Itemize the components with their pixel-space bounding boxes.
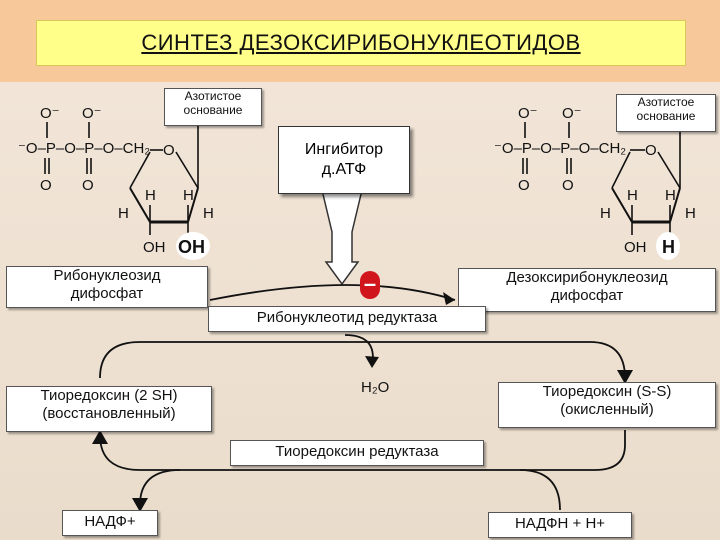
inhibitor-line-1: Ингибитор [304, 141, 384, 158]
right-3-oh: OH [624, 239, 647, 256]
nadph-arc [519, 469, 561, 511]
thioredoxin-upper-arrowhead [617, 370, 633, 384]
thioredoxin-reductase-label: Тиоредоксин редуктаза [230, 440, 484, 466]
right-o-double-1: O [518, 177, 530, 194]
base-left-line-1: Азотистое [184, 89, 242, 103]
inhibitor-pointer-arrow [321, 189, 363, 286]
product-line-1: Дезоксирибонуклеозид [506, 269, 668, 286]
right-ring-oxygen: O [645, 142, 657, 159]
left-phosphate-chain: ⁻O–P–O–P–O–CH₂ [18, 140, 150, 157]
right-h-2: H [665, 187, 676, 204]
water-arrowhead [365, 356, 379, 368]
substrate-line-2: дифосфат [70, 285, 144, 302]
right-o-double-2: O [562, 177, 574, 194]
product-line-2: дифосфат [550, 287, 624, 304]
substrate-line-1: Рибонуклеозид [53, 267, 161, 284]
base-label-right: Азотистое основание [616, 94, 716, 132]
nadph-label: НАДФН + Н+ [488, 512, 632, 538]
nadp-arrowhead [132, 498, 148, 512]
deoxyribonucleotide-structure: O⁻ O⁻ ⁻O–P–O–P–O–CH₂ O O O H H H H [494, 105, 696, 260]
right-h-1: H [627, 187, 638, 204]
thioredoxin-reduced-line-1: Тиоредоксин (2 SH) [40, 387, 178, 404]
title-box: СИНТЕЗ ДЕЗОКСИРИБОНУКЛЕОТИДОВ [36, 20, 686, 66]
thioredoxin-oxidized-line-1: Тиоредоксин (S-S) [542, 383, 672, 400]
thioredoxin-lower-arrowhead [92, 430, 108, 444]
thioredoxin-lower-arc [99, 430, 626, 471]
left-2-oh: OH [178, 237, 205, 257]
page-title: СИНТЕЗ ДЕЗОКСИРИБОНУКЛЕОТИДОВ [141, 30, 581, 55]
left-h-2: H [183, 187, 194, 204]
inhibitor-line-2: д.АТФ [321, 161, 367, 178]
thioredoxin-upper-arc [99, 341, 626, 379]
base-label-left: Азотистое основание [164, 88, 262, 126]
inhibitor-callout: Ингибитор д.АТФ [278, 126, 410, 194]
thioredoxin-oxidized-line-2: (окисленный) [560, 401, 654, 418]
thioredoxin-reduced-line-2: (восстановленный) [42, 405, 176, 422]
thioredoxin-oxidized-label: Тиоредоксин (S-S) (окисленный) [498, 382, 716, 428]
right-phosphate-chain: ⁻O–P–O–P–O–CH₂ [494, 140, 626, 157]
nadp-label: НАДФ+ [62, 510, 158, 536]
rnr-arc [209, 284, 456, 301]
left-ring-oxygen: O [163, 142, 175, 159]
left-3-oh: OH [143, 239, 166, 256]
base-left-line-2: основание [183, 103, 243, 117]
right-h-4: H [685, 205, 696, 222]
substrate-label: Рибонуклеозид дифосфат [6, 266, 208, 308]
base-right-line-1: Азотистое [637, 95, 695, 109]
left-h-4: H [203, 205, 214, 222]
left-o-minus-1: O⁻ [40, 105, 60, 122]
rnr-arc-arrowhead [443, 292, 455, 305]
right-o-minus-2: O⁻ [562, 105, 582, 122]
right-h-3: H [600, 205, 611, 222]
right-2-h: H [662, 237, 675, 257]
left-h-3: H [118, 205, 129, 222]
ribonucleotide-structure: O⁻ O⁻ ⁻O–P–O–P–O–CH₂ O O O H H H H [18, 100, 214, 260]
left-o-double-2: O [82, 177, 94, 194]
thioredoxin-reduced-label: Тиоредоксин (2 SH) (восстановленный) [6, 386, 212, 432]
product-label: Дезоксирибонуклеозид дифосфат [458, 268, 716, 312]
base-right-line-2: основание [636, 109, 696, 123]
left-h-1: H [145, 187, 156, 204]
inhibition-minus-badge: – [360, 271, 380, 299]
water-label: H₂O [361, 379, 389, 396]
ribonucleotide-reductase-label: Рибонуклеотид редуктаза [208, 306, 486, 332]
right-o-minus-1: O⁻ [518, 105, 538, 122]
left-o-double-1: O [40, 177, 52, 194]
left-o-minus-2: O⁻ [82, 105, 102, 122]
